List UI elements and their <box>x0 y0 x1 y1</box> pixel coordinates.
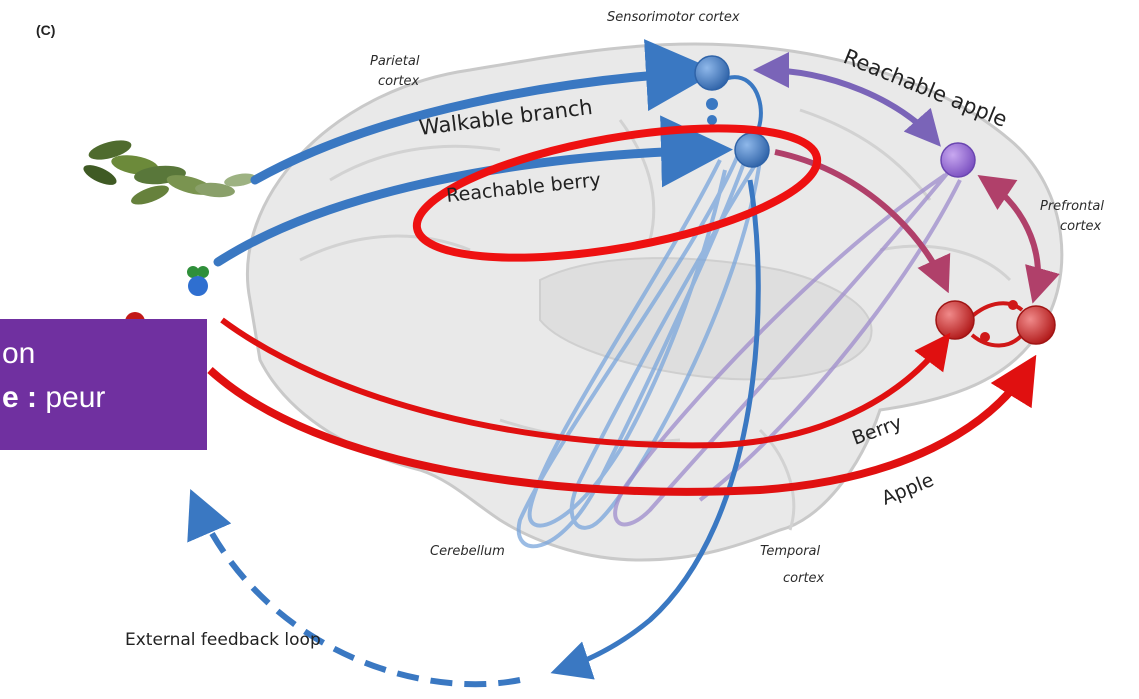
branch-leaves-icon <box>83 140 256 205</box>
overlay-text-box: on e : peur <box>0 319 207 450</box>
cerebellum-label: Cerebellum <box>430 544 505 559</box>
walkable-branch-arrow <box>250 39 718 185</box>
reachable-berry-arrow <box>213 115 733 267</box>
temporal-label-line2: cortex <box>783 571 825 586</box>
overlay-line2-bold: e : <box>2 381 38 414</box>
prefrontal-node <box>940 142 976 178</box>
parietal-label-line1: Parietal <box>370 54 420 69</box>
highlight-ellipse <box>412 124 822 262</box>
overlay-line2-rest: peur <box>37 381 106 414</box>
prefrontal-to-value-arrow <box>977 175 1060 304</box>
reachable-apple-arrow <box>753 52 941 147</box>
value-nodes <box>935 300 1056 348</box>
parietal-label-line2: cortex <box>378 74 420 89</box>
prefrontal-label-line1: Prefrontal <box>1040 199 1104 214</box>
feedback-loop-label: External feedback loop <box>125 630 321 650</box>
apple-arrow <box>207 354 1037 496</box>
motor-output-arrow <box>550 179 761 680</box>
overlay-line1: on <box>2 337 36 370</box>
sensorimotor-to-value-arrow <box>774 149 951 294</box>
sensorimotor-label: Sensorimotor cortex <box>607 10 740 25</box>
overlay-line2: e : peur <box>2 381 105 415</box>
panel-label: (C) <box>36 22 55 38</box>
berry-arrow <box>220 317 951 449</box>
berry-icon <box>187 266 209 296</box>
cerebellum-loops <box>516 149 762 549</box>
temporal-label-line1: Temporal <box>760 544 821 559</box>
apple-label: Apple <box>879 469 937 510</box>
prefrontal-label-line2: cortex <box>1060 219 1102 234</box>
external-feedback-loop-arrow <box>187 488 521 688</box>
